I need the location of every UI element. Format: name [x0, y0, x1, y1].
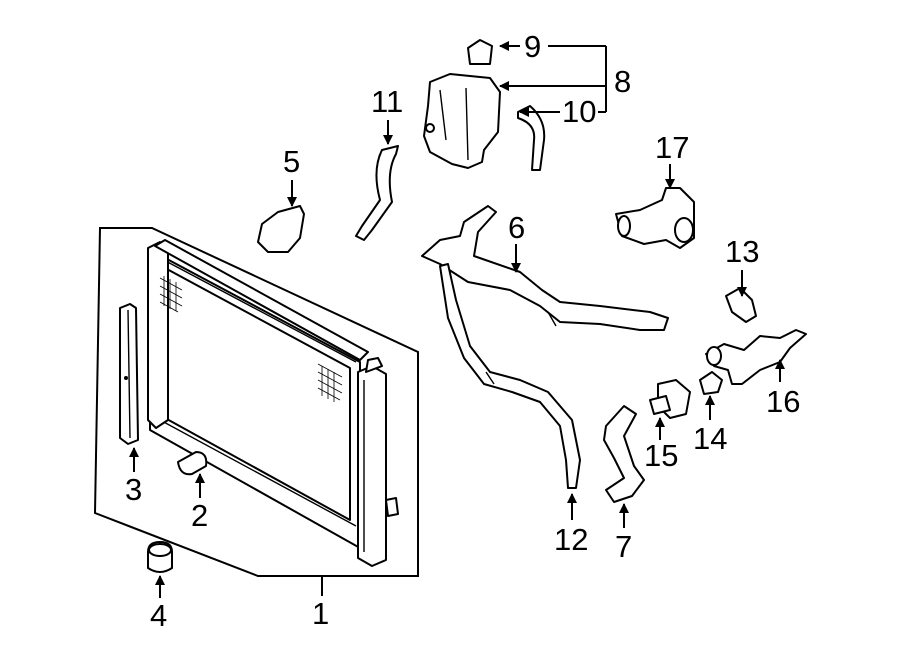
- radiator-core: [147, 239, 399, 567]
- callout-14: 14: [693, 421, 727, 456]
- upper-hose-part: [421, 205, 669, 489]
- bracket-part: [257, 205, 305, 253]
- callout-7: 7: [615, 529, 632, 564]
- callout-9: 9: [524, 29, 541, 64]
- callout-10: 10: [562, 94, 596, 129]
- mount-cushion-part: [147, 541, 173, 573]
- lower-hose-part: [603, 405, 645, 503]
- callout-16: 16: [766, 384, 800, 419]
- callout-2: 2: [191, 498, 208, 533]
- callout-4: 4: [150, 598, 167, 633]
- small-fitting-part: [699, 371, 723, 395]
- callout-5: 5: [283, 144, 300, 179]
- overflow-hose-part: [355, 145, 399, 241]
- thermostat-housing-part: [615, 187, 695, 249]
- callout-17: 17: [655, 130, 689, 165]
- leader-lines: [129, 41, 785, 598]
- reservoir-cap-part: [467, 39, 493, 65]
- drain-plug-part: [177, 451, 208, 476]
- callout-12: 12: [554, 522, 588, 557]
- side-bracket-part: [119, 303, 139, 445]
- callout-8: 8: [614, 64, 631, 99]
- thermostat-cover-part: [649, 379, 691, 419]
- callout-6: 6: [508, 210, 525, 245]
- callout-labels: 1 2 3 4 5 6 7 8 9 10 11 12 13 14 15 16 1…: [125, 29, 800, 633]
- callout-11: 11: [371, 84, 403, 119]
- callout-15: 15: [644, 438, 678, 473]
- reservoir-tank-part: [423, 73, 501, 169]
- callout-13: 13: [725, 234, 759, 269]
- callout-3: 3: [125, 472, 142, 507]
- radiator-assembly-outline: [93, 227, 419, 577]
- reservoir-hose-part: [517, 105, 546, 171]
- water-outlet-part: [705, 329, 807, 385]
- callout-1: 1: [312, 596, 329, 631]
